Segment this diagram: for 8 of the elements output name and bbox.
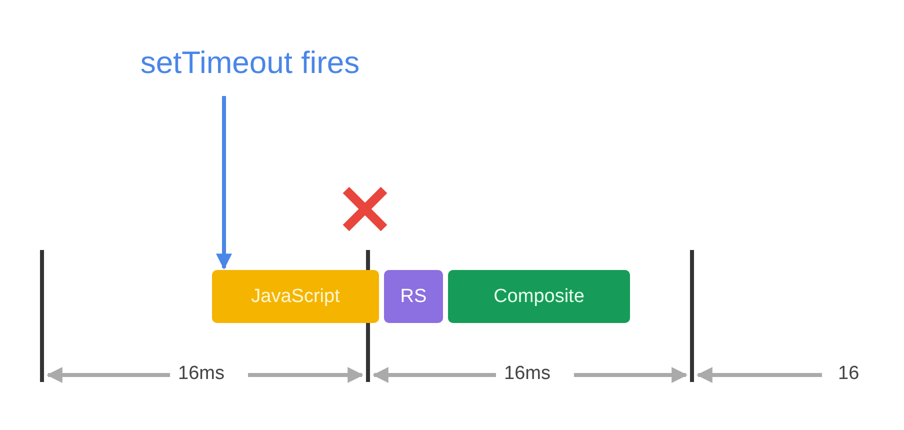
arrow — [216, 96, 232, 270]
task-bar: JavaScript — [212, 270, 379, 323]
task-bar: RS — [384, 270, 443, 323]
dimension-label: 16 — [838, 363, 860, 385]
event-label: setTimeout fires — [110, 40, 390, 86]
dimension-label: 16ms — [178, 363, 224, 385]
task-bar: Composite — [448, 270, 630, 323]
dimension-label: 16ms — [504, 363, 550, 385]
